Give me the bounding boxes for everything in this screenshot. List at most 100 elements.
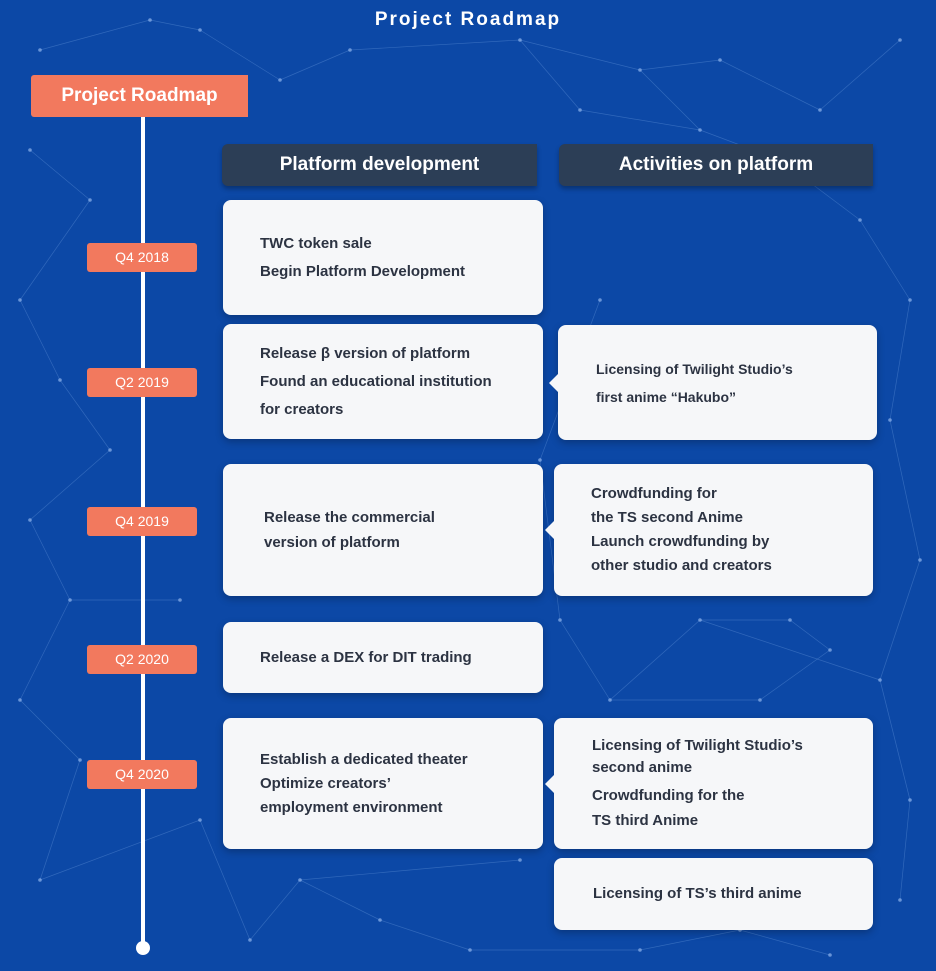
quarter-badge: Q4 2019 [87, 507, 197, 536]
card-line: for creators [260, 400, 344, 418]
network-line [519, 39, 641, 71]
network-node [718, 58, 722, 62]
network-node [88, 198, 92, 202]
network-line [879, 559, 921, 681]
network-line [39, 19, 151, 51]
network-node [248, 938, 252, 942]
network-line [759, 649, 831, 701]
network-node [908, 298, 912, 302]
network-node [898, 898, 902, 902]
network-line [39, 759, 81, 881]
network-node [28, 148, 32, 152]
network-line [519, 39, 581, 111]
network-node [758, 698, 762, 702]
quarter-badge: Q4 2018 [87, 243, 197, 272]
activities-card: Licensing of TS’s third anime [554, 858, 873, 930]
network-node [148, 18, 152, 22]
platform-card: Establish a dedicated theater Optimize c… [223, 718, 543, 849]
network-line [739, 929, 831, 956]
card-line: second anime [592, 758, 693, 776]
network-node [788, 618, 792, 622]
card-line: the TS second Anime [591, 509, 743, 526]
network-line [889, 299, 911, 421]
quarter-badge: Q2 2020 [87, 645, 197, 674]
quarter-badge: Q2 2019 [87, 368, 197, 397]
network-line [199, 819, 251, 941]
card-line: Licensing of Twilight Studio’s [592, 736, 803, 754]
platform-card: Release β version of platform Found an e… [223, 324, 543, 439]
network-node [828, 648, 832, 652]
network-line [719, 59, 821, 111]
network-line [19, 699, 81, 761]
network-line [19, 599, 71, 701]
network-node [518, 38, 522, 42]
network-node [78, 758, 82, 762]
roadmap-badge: Project Roadmap [31, 75, 248, 117]
network-line [29, 519, 71, 601]
timeline-end-dot [136, 941, 150, 955]
network-line [579, 109, 701, 131]
card-line: Release the commercial [264, 509, 435, 526]
network-node [378, 918, 382, 922]
card-line: Launch crowdfunding by [591, 533, 770, 550]
card-line: Release a DEX for DIT trading [260, 648, 472, 666]
network-node [178, 598, 182, 602]
network-node [198, 818, 202, 822]
card-line: Found an educational institution [260, 372, 492, 390]
network-node [558, 618, 562, 622]
network-line [819, 39, 901, 111]
network-node [898, 38, 902, 42]
network-line [29, 449, 111, 521]
card-line: Licensing of Twilight Studio’s [596, 360, 793, 377]
network-line [299, 859, 521, 881]
network-node [858, 218, 862, 222]
card-line: other studio and creators [591, 557, 772, 574]
network-node [878, 678, 882, 682]
network-node [58, 378, 62, 382]
network-node [278, 78, 282, 82]
network-node [468, 948, 472, 952]
page-title: Project Roadmap [374, 9, 562, 30]
network-line [899, 799, 911, 901]
network-line [199, 29, 281, 81]
network-node [38, 878, 42, 882]
activities-column-header: Activities on platform [559, 144, 873, 186]
network-line [249, 879, 301, 941]
network-line [699, 619, 881, 681]
network-node [518, 858, 522, 862]
activities-card: Licensing of Twilight Studio’s first ani… [549, 325, 877, 440]
network-line [879, 679, 911, 801]
card-line: employment environment [260, 798, 443, 816]
network-node [818, 108, 822, 112]
platform-card: Release the commercial version of platfo… [223, 464, 543, 596]
network-node [828, 953, 832, 957]
network-line [299, 879, 381, 921]
network-node [908, 798, 912, 802]
quarter-badge: Q4 2020 [87, 760, 197, 789]
network-node [298, 878, 302, 882]
network-line [19, 199, 91, 301]
network-line [279, 49, 351, 81]
card-line: Establish a dedicated theater [260, 750, 468, 768]
network-line [889, 419, 921, 561]
network-line [639, 929, 741, 951]
network-node [198, 28, 202, 32]
network-node [28, 518, 32, 522]
network-node [38, 48, 42, 52]
card-line: Crowdfunding for the [592, 786, 745, 804]
network-line [639, 69, 701, 131]
network-line [59, 379, 111, 451]
card-line: version of platform [264, 534, 400, 551]
network-line [609, 619, 701, 701]
platform-card: Release a DEX for DIT trading [223, 622, 543, 693]
network-line [39, 819, 201, 881]
card-line: TS third Anime [592, 811, 699, 829]
network-node [598, 298, 602, 302]
card-line: Release β version of platform [260, 344, 471, 362]
network-node [578, 108, 582, 112]
network-line [379, 919, 471, 951]
network-node [608, 698, 612, 702]
card-line: Licensing of TS’s third anime [593, 885, 802, 902]
network-line [859, 219, 911, 301]
